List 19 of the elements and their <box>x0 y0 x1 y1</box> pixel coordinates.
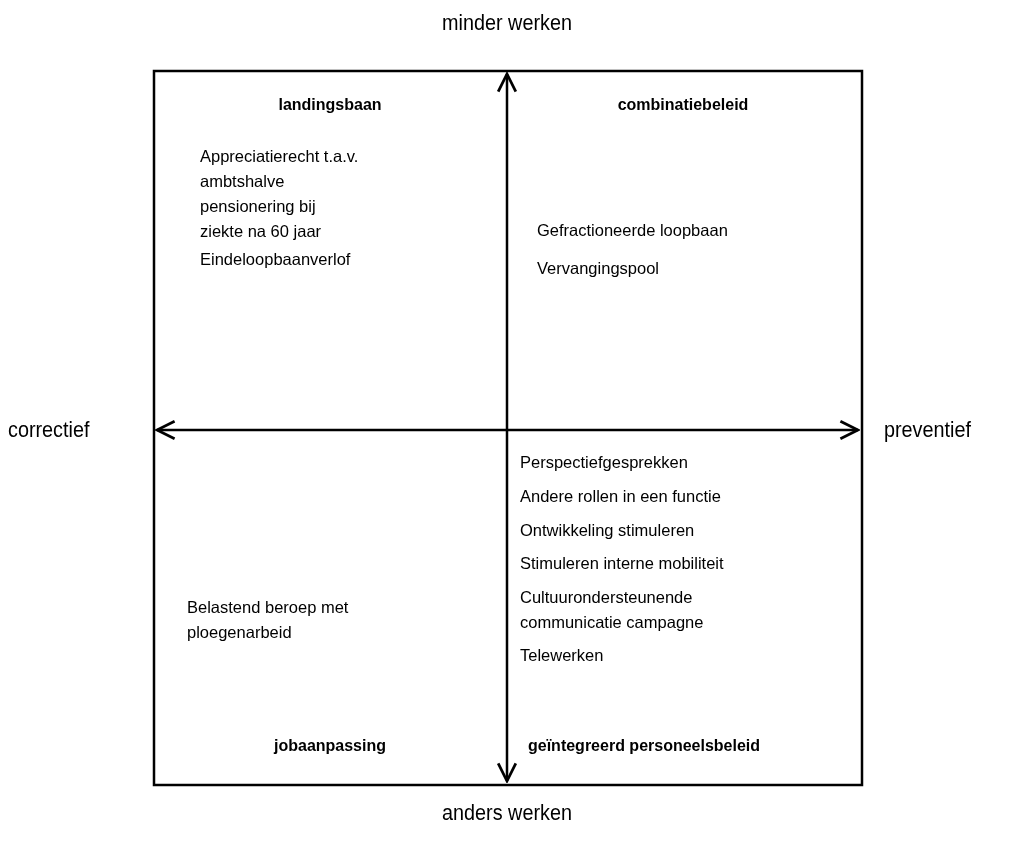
axis-label: preventief <box>884 417 971 442</box>
quadrant-heading: jobaanpassing <box>274 736 386 756</box>
list-item: Appreciatierecht t.a.v. ambtshalve pensionering bij ziekte na 60 jaar <box>200 146 360 242</box>
list-item: Vervangingspool <box>537 258 659 279</box>
axis-label: anders werken <box>442 800 572 825</box>
quadrant-heading: landingsbaan <box>278 95 382 115</box>
list-item: Ontwikkeling stimuleren <box>520 520 695 541</box>
axis-label: correctief <box>8 417 90 442</box>
list-item: Eindeloopbaanverlof <box>200 249 351 270</box>
axis-label: minder werken <box>442 10 572 35</box>
list-item: Cultuurondersteunende communicatie campagne <box>520 587 705 633</box>
list-item: Stimuleren interne mobiliteit <box>520 553 724 574</box>
quadrant-heading: combinatiebeleid <box>617 95 749 115</box>
list-item: Perspectiefgesprekken <box>520 452 688 473</box>
list-item: Andere rollen in een functie <box>520 486 721 507</box>
list-item: Telewerken <box>520 645 604 666</box>
list-item: Gefractioneerde loopbaan <box>537 220 728 241</box>
quadrant-heading: geïntegreerd personeelsbeleid <box>528 736 761 756</box>
list-item: Belastend beroep met ploegenarbeid <box>187 597 350 643</box>
